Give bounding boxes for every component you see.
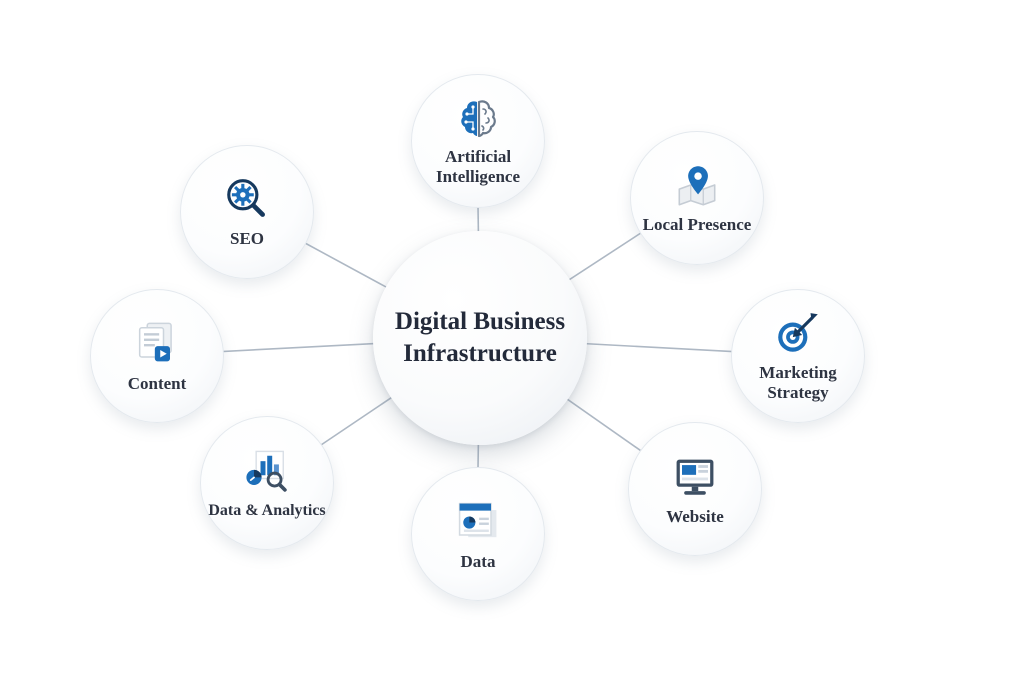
node-data: Data xyxy=(411,467,545,601)
monitor-icon xyxy=(669,451,721,503)
center-hub: Digital Business Infrastructure xyxy=(373,231,587,445)
node-seo: SEO xyxy=(180,145,314,279)
documents-play-icon xyxy=(131,318,183,370)
node-website: Website xyxy=(628,422,762,556)
node-label: Data & Analytics xyxy=(208,501,326,519)
node-artificial-intelligence: Artificial Intelligence xyxy=(411,74,545,208)
document-pie-chart-icon xyxy=(452,496,504,548)
node-label: Data xyxy=(460,551,496,571)
node-label: Content xyxy=(127,373,187,393)
gear-magnifier-icon xyxy=(222,175,272,225)
node-marketing-strategy: Marketing Strategy xyxy=(731,289,865,423)
brain-circuit-icon xyxy=(454,95,502,143)
node-label: Local Presence xyxy=(642,214,752,234)
diagram-title: Digital Business Infrastructure xyxy=(394,308,566,367)
bar-chart-magnifier-icon xyxy=(241,446,293,498)
target-arrow-icon xyxy=(773,309,823,359)
map-pin-icon xyxy=(672,161,722,211)
node-data-analytics: Data & Analytics xyxy=(200,416,334,550)
node-label: Marketing Strategy xyxy=(759,362,837,402)
node-local-presence: Local Presence xyxy=(630,131,764,265)
node-content: Content xyxy=(90,289,224,423)
node-label: SEO xyxy=(229,228,265,248)
node-label: Website xyxy=(666,506,724,526)
node-label: Artificial Intelligence xyxy=(435,146,521,186)
